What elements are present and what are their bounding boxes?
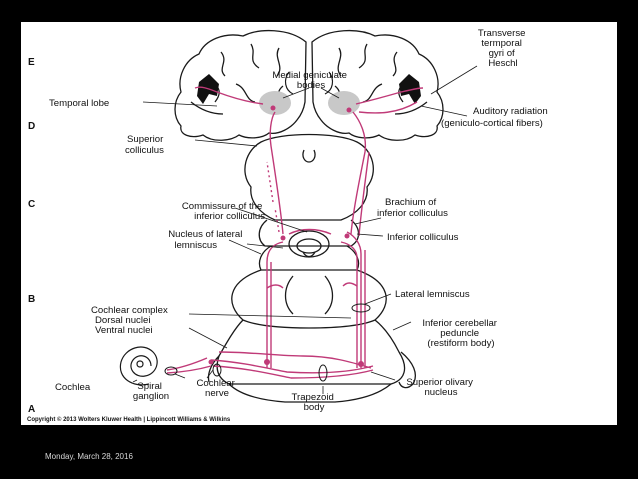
slide-panel: E D C B A Medial geniculate bodies Trans…	[21, 22, 617, 425]
level-label-d: D	[28, 121, 35, 132]
label-cochlear-nerve: Cochlear nerve	[196, 378, 237, 399]
auditory-pathway	[166, 86, 424, 379]
label-cochlea: Cochlea	[55, 382, 91, 393]
level-label-e: E	[28, 57, 35, 68]
label-inferior-colliculus: Inferior colliculus	[387, 232, 459, 243]
cerebrum	[174, 29, 444, 141]
level-label-b: B	[28, 294, 35, 305]
label-medial-geniculate: Medial geniculate bodies	[272, 70, 349, 91]
auditory-pathway-diagram: E D C B A Medial geniculate bodies Trans…	[27, 28, 550, 423]
label-nucleus-lateral-lemniscus: Nucleus of lateral lemniscus	[168, 229, 245, 251]
level-label-a: A	[28, 404, 35, 415]
spiral-ganglion-icon	[164, 366, 178, 376]
medial-geniculate-left	[259, 91, 291, 115]
cochlea-icon	[119, 346, 158, 386]
copyright-notice: Copyright © 2013 Wolters Kluwer Health |…	[27, 416, 231, 423]
label-spiral-ganglion: Spiral ganglion	[133, 381, 169, 402]
pathway-nodes	[208, 105, 364, 367]
label-commissure: Commissure of the inferior colliculus	[182, 201, 265, 222]
label-temporal-lobe: Temporal lobe	[49, 98, 109, 109]
footer-date: Monday, March 28, 2016	[45, 452, 133, 461]
label-transverse-gyri: Transverse termporal gyri of Heschl	[478, 28, 528, 69]
label-auditory-radiation: Auditory radiation (geniculo-cortical fi…	[441, 106, 550, 129]
level-label-c: C	[28, 199, 35, 210]
leader-lines	[132, 65, 478, 394]
ventricles	[284, 71, 334, 95]
label-inferior-cerebellar-peduncle: Inferior cerebellar peduncle (restiform …	[422, 318, 499, 349]
label-cochlear-complex: Cochlear complex Dorsal nuclei Ventral n…	[91, 305, 170, 336]
label-lateral-lemniscus: Lateral lemniscus	[395, 289, 470, 300]
label-brachium: Brachium of inferior colliculus	[377, 197, 448, 219]
label-superior-olivary-nucleus: Superior olivary nucleus	[406, 377, 475, 398]
brainstem	[207, 133, 416, 403]
label-trapezoid-body: Trapezoid body	[292, 392, 337, 413]
label-superior-colliculus: Superior colliculus	[125, 134, 166, 156]
medial-geniculate-right	[328, 91, 360, 115]
